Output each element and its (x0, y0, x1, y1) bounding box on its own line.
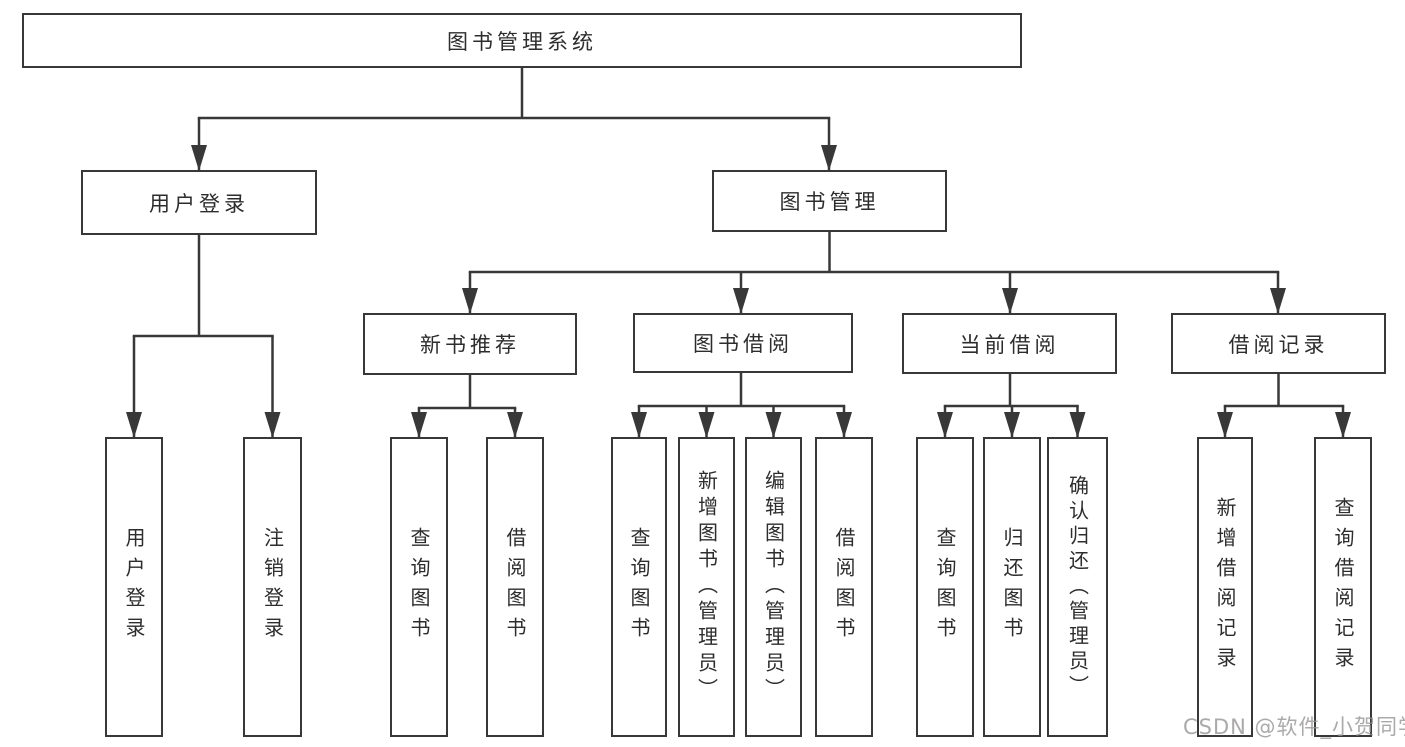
leaf-borrow-edit-book: 编辑图书（管理员） (745, 437, 802, 737)
leaf-current-query-book-label: 查询图书 (933, 527, 957, 647)
node-root: 图书管理系统 (22, 13, 1022, 68)
node-new-book-recommend: 新书推荐 (363, 313, 577, 375)
leaf-recommend-query-book-label: 查询图书 (407, 527, 431, 647)
node-book-borrowing: 图书借阅 (633, 313, 853, 373)
node-user-login-branch-label: 用户登录 (149, 191, 249, 216)
node-book-management-label: 图书管理 (779, 190, 880, 214)
leaf-current-confirm-return-label: 确认归还（管理员） (1065, 474, 1090, 700)
leaf-logout-label: 注销登录 (260, 527, 285, 647)
leaf-user-login-label: 用户登录 (122, 527, 146, 647)
leaf-current-return-book: 归还图书 (983, 437, 1041, 737)
node-book-management: 图书管理 (712, 170, 947, 232)
leaf-user-login: 用户登录 (105, 437, 163, 737)
leaf-records-query-record-label: 查询借阅记录 (1331, 497, 1355, 677)
leaf-borrow-add-book-label: 新增图书（管理员） (694, 470, 719, 704)
node-book-borrowing-label: 图书借阅 (693, 332, 793, 356)
leaf-recommend-borrow-book: 借阅图书 (486, 437, 544, 737)
node-current-borrowing: 当前借阅 (902, 313, 1117, 374)
leaf-recommend-query-book: 查询图书 (390, 437, 448, 737)
leaf-current-query-book: 查询图书 (916, 437, 974, 737)
leaf-logout: 注销登录 (243, 437, 302, 737)
node-user-login-branch: 用户登录 (81, 170, 317, 235)
edge-trunk-lines (132, 66, 1345, 410)
leaf-borrow-add-book: 新增图书（管理员） (678, 437, 735, 737)
leaf-records-add-record: 新增借阅记录 (1197, 437, 1253, 737)
leaf-borrow-query-book: 查询图书 (611, 437, 667, 737)
watermark: CSDN @软件_小贺同学 (1183, 715, 1405, 739)
leaf-borrow-borrow-book-label: 借阅图书 (832, 527, 856, 647)
leaf-borrow-borrow-book: 借阅图书 (815, 437, 873, 737)
node-borrowing-records: 借阅记录 (1171, 313, 1386, 374)
leaf-records-query-record: 查询借阅记录 (1314, 437, 1372, 737)
node-borrowing-records-label: 借阅记录 (1228, 332, 1329, 357)
node-root-label: 图书管理系统 (447, 29, 597, 54)
node-new-book-recommend-label: 新书推荐 (420, 333, 520, 357)
leaf-current-return-book-label: 归还图书 (1000, 527, 1024, 647)
leaf-recommend-borrow-book-label: 借阅图书 (503, 527, 527, 647)
node-current-borrowing-label: 当前借阅 (959, 332, 1060, 357)
leaf-records-add-record-label: 新增借阅记录 (1213, 497, 1237, 677)
leaf-current-confirm-return: 确认归还（管理员） (1047, 437, 1108, 737)
leaf-borrow-edit-book-label: 编辑图书（管理员） (761, 470, 786, 704)
leaf-borrow-query-book-label: 查询图书 (627, 527, 651, 647)
